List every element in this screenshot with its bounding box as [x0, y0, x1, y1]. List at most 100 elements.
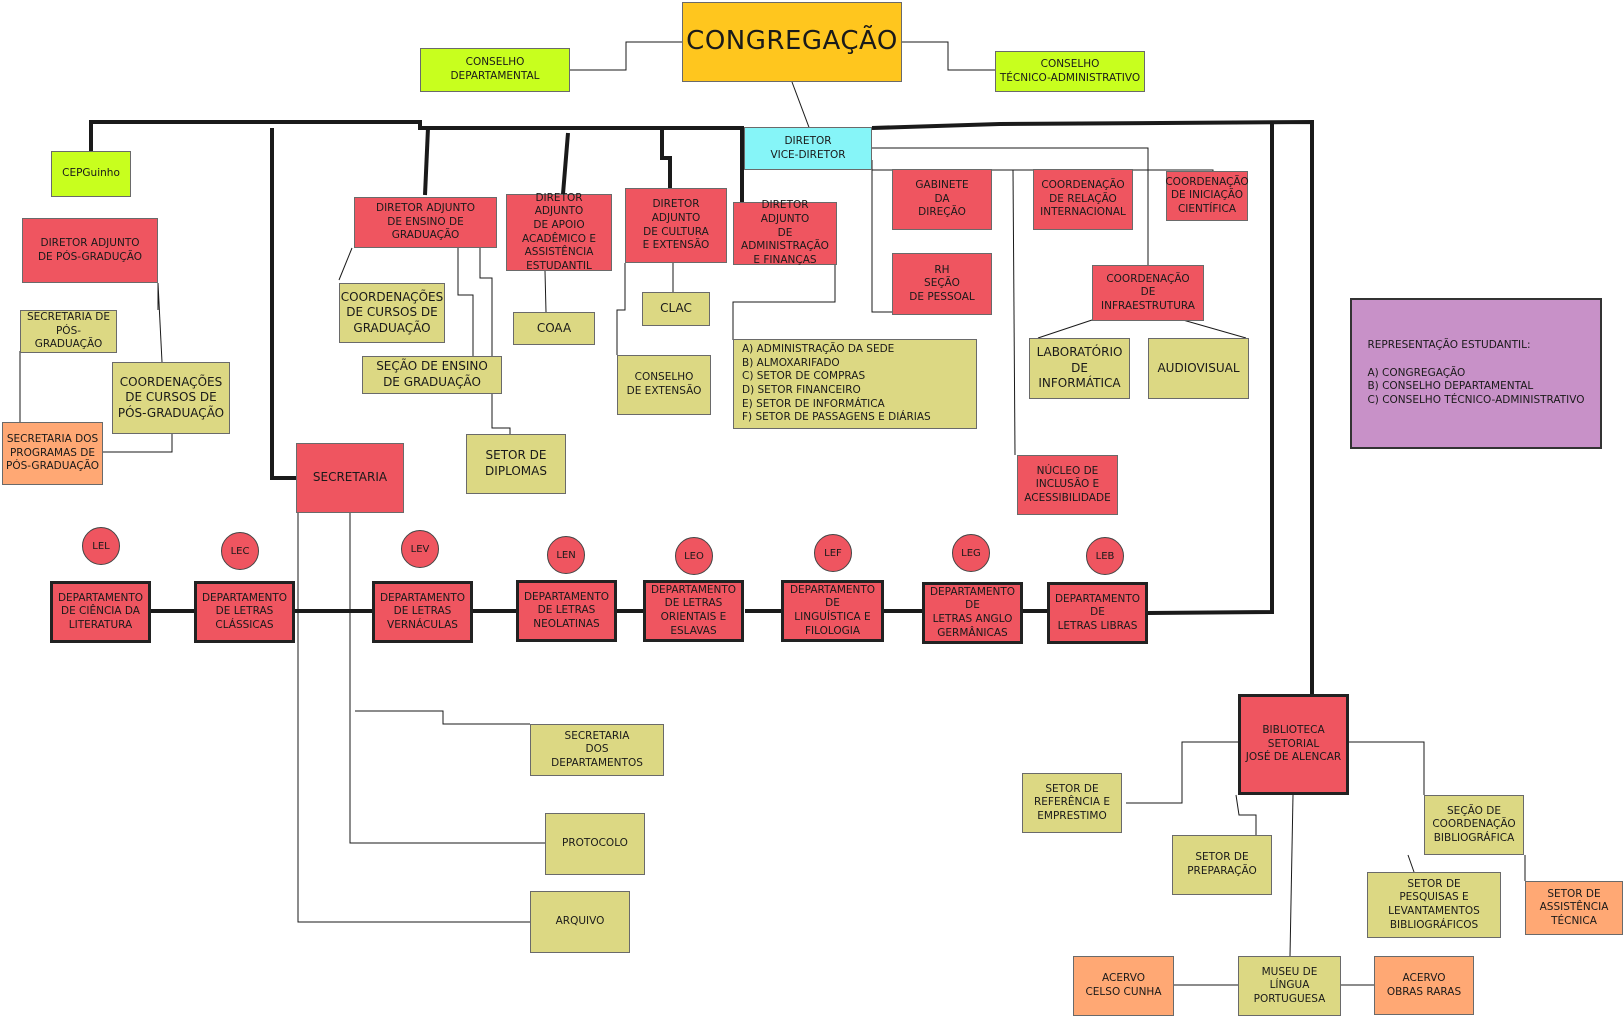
- audiovisual-box: AUDIOVISUAL: [1148, 338, 1249, 399]
- diretor-cultura-label: DIRETOR ADJUNTO DE CULTURA E EXTENSÃO: [642, 198, 710, 252]
- nucleo-box: NÚCLEO DE INCLUSÃO E ACESSIBILIDADE: [1017, 455, 1118, 515]
- museu-box: MUSEU DE LÍNGUA PORTUGUESA: [1238, 956, 1341, 1016]
- diretor-apoio-label: DIRETOR ADJUNTO DE APOIO ACADÊMICO E ASS…: [522, 191, 596, 272]
- diretor-box: DIRETOR VICE-DIRETOR: [744, 127, 872, 170]
- conselho-tecnico-label: CONSELHO TÉCNICO-ADMINISTRATIVO: [999, 57, 1141, 84]
- dept-leb-box: DEPARTAMENTO DE LETRAS LIBRAS: [1047, 582, 1148, 644]
- dept-leg-box: DEPARTAMENTO DE LETRAS ANGLO GERMÂNICAS: [922, 582, 1023, 644]
- gabinete-box: GABINETE DA DIREÇÃO: [892, 169, 992, 230]
- diretor-grad-label: DIRETOR ADJUNTO DE ENSINO DE GRADUAÇÃO: [375, 202, 475, 242]
- dept-sigla-leg-label: LEG: [961, 547, 981, 559]
- dept-sigla-leo-label: LEO: [684, 550, 704, 562]
- representacao-box: REPRESENTAÇÃO ESTUDANTIL: A) CONGREGAÇÃO…: [1350, 298, 1602, 449]
- diretor-admin-box: DIRETOR ADJUNTO DE ADMINISTRAÇÃO E FINAN…: [733, 199, 837, 266]
- acervo-obras-box: ACERVO OBRAS RARAS: [1374, 956, 1474, 1015]
- dept-sigla-lef-label: LEF: [824, 547, 842, 559]
- dept-leo-label: DEPARTAMENTO DE LETRAS ORIENTAIS E ESLAV…: [650, 583, 737, 637]
- conselho-tecnico-box: CONSELHO TÉCNICO-ADMINISTRATIVO: [995, 51, 1145, 92]
- secretaria-label: SECRETARIA: [312, 470, 388, 485]
- secretaria-departamentos-box: SECRETARIA DOS DEPARTAMENTOS: [530, 724, 664, 776]
- diretor-apoio-box: DIRETOR ADJUNTO DE APOIO ACADÊMICO E ASS…: [506, 191, 612, 272]
- dept-sigla-lec: LEC: [221, 532, 259, 570]
- admin-lista-label: A) ADMINISTRAÇÃO DA SEDE B) ALMOXARIFADO…: [742, 343, 931, 424]
- coord-relacao-label: COORDENAÇÃO DE RELAÇÃO INTERNACIONAL: [1040, 179, 1126, 219]
- dept-sigla-lef: LEF: [814, 534, 852, 572]
- dept-len-label: DEPARTAMENTO DE LETRAS NEOLATINAS: [523, 590, 610, 630]
- dept-sigla-leo: LEO: [675, 537, 713, 575]
- coord-infra-label: COORDENAÇÃO DE INFRAESTRUTURA: [1101, 272, 1195, 312]
- diretor-admin-label: DIRETOR ADJUNTO DE ADMINISTRAÇÃO E FINAN…: [741, 199, 829, 266]
- laboratorio-label: LABORATÓRIO DE INFORMÁTICA: [1036, 345, 1123, 391]
- diretor-pos-label: DIRETOR ADJUNTO DE PÓS-GRADUÇÃO: [37, 236, 143, 263]
- coordenacoes-pos-box: COORDENAÇÕES DE CURSOS DE PÓS-GRADUAÇÃO: [112, 362, 230, 434]
- conselho-departamental-label: CONSELHO DEPARTAMENTAL: [450, 56, 540, 82]
- preparacao-box: SETOR DE PREPARAÇÃO: [1172, 835, 1272, 895]
- dept-leb-label: DEPARTAMENTO DE LETRAS LIBRAS: [1054, 592, 1141, 632]
- audiovisual-label: AUDIOVISUAL: [1157, 360, 1240, 375]
- conselho-extensao-box: CONSELHO DE EXTENSÃO: [617, 355, 711, 415]
- cepguinho-label: CEPGuinho: [62, 167, 120, 180]
- acervo-celso-label: ACERVO CELSO CUNHA: [1085, 972, 1162, 998]
- dept-sigla-len-label: LEN: [556, 549, 576, 561]
- dept-sigla-lel: LEL: [82, 527, 120, 565]
- secao-ensino-label: SEÇÃO DE ENSINO DE GRADUAÇÃO: [376, 359, 488, 389]
- biblioteca-box: BIBLIOTECA SETORIAL JOSÉ DE ALENCAR: [1238, 694, 1349, 795]
- coord-iniciacao-box: COORDENAÇÃO DE INICIAÇÃO CIENTÍFICA: [1165, 171, 1249, 221]
- coordenacoes-pos-label: COORDENAÇÕES DE CURSOS DE PÓS-GRADUAÇÃO: [117, 374, 225, 420]
- dept-sigla-lel-label: LEL: [92, 540, 110, 552]
- secretaria-box: SECRETARIA: [296, 443, 404, 513]
- protocolo-box: PROTOCOLO: [545, 813, 645, 875]
- dept-lev-label: DEPARTAMENTO DE LETRAS VERNÁCULAS: [379, 591, 466, 631]
- referencia-label: SETOR DE REFERÊNCIA E EMPRESTIMO: [1034, 782, 1110, 822]
- dept-len-box: DEPARTAMENTO DE LETRAS NEOLATINAS: [516, 580, 617, 642]
- dept-sigla-lev-label: LEV: [410, 543, 430, 555]
- admin-lista-box: A) ADMINISTRAÇÃO DA SEDE B) ALMOXARIFADO…: [733, 339, 977, 429]
- dept-lef-label: DEPARTAMENTO DE LINGUÍSTICA E FILOLOGIA: [789, 583, 876, 637]
- pesquisas-box: SETOR DE PESQUISAS E LEVANTAMENTOS BIBLI…: [1367, 872, 1501, 938]
- rh-label: RH SEÇÃO DE PESSOAL: [909, 263, 975, 303]
- gabinete-label: GABINETE DA DIREÇÃO: [915, 179, 969, 219]
- assistencia-label: SETOR DE ASSISTÊNCIA TÉCNICA: [1539, 887, 1609, 927]
- nucleo-label: NÚCLEO DE INCLUSÃO E ACESSIBILIDADE: [1024, 464, 1111, 504]
- coordenacao-bibliografica-box: SEÇÃO DE COORDENAÇÃO BIBLIOGRÁFICA: [1424, 795, 1524, 855]
- conselho-extensao-label: CONSELHO DE EXTENSÃO: [626, 371, 702, 397]
- rh-box: RH SEÇÃO DE PESSOAL: [892, 253, 992, 315]
- dept-leo-box: DEPARTAMENTO DE LETRAS ORIENTAIS E ESLAV…: [643, 580, 744, 642]
- secretaria-pos-label: SECRETARIA DE PÓS-GRADUAÇÃO: [27, 311, 110, 351]
- dept-lef-box: DEPARTAMENTO DE LINGUÍSTICA E FILOLOGIA: [781, 580, 884, 642]
- laboratorio-box: LABORATÓRIO DE INFORMÁTICA: [1029, 338, 1130, 399]
- dept-lec-label: DEPARTAMENTO DE LETRAS CLÁSSICAS: [201, 591, 288, 631]
- secretaria-programas-box: SECRETARIA DOS PROGRAMAS DE PÓS-GRADUAÇÃ…: [2, 422, 103, 485]
- dept-sigla-len: LEN: [547, 536, 585, 574]
- diretor-grad-box: DIRETOR ADJUNTO DE ENSINO DE GRADUAÇÃO: [354, 197, 497, 248]
- congregacao-box: CONGREGAÇÃO: [682, 2, 902, 82]
- protocolo-label: PROTOCOLO: [562, 837, 628, 850]
- dept-sigla-leb-label: LEB: [1095, 550, 1115, 562]
- dept-sigla-lec-label: LEC: [230, 545, 250, 557]
- coaa-label: COAA: [536, 320, 572, 335]
- diretor-pos-box: DIRETOR ADJUNTO DE PÓS-GRADUÇÃO: [22, 218, 158, 283]
- coordenacao-bibliografica-label: SEÇÃO DE COORDENAÇÃO BIBLIOGRÁFICA: [1432, 804, 1516, 844]
- cepguinho-box: CEPGuinho: [51, 151, 131, 197]
- secretaria-pos-box: SECRETARIA DE PÓS-GRADUAÇÃO: [20, 310, 117, 353]
- secao-ensino-box: SEÇÃO DE ENSINO DE GRADUAÇÃO: [362, 356, 502, 394]
- coord-infra-box: COORDENAÇÃO DE INFRAESTRUTURA: [1092, 265, 1204, 321]
- clac-box: CLAC: [642, 292, 710, 326]
- coord-iniciacao-label: COORDENAÇÃO DE INICIAÇÃO CIENTÍFICA: [1165, 175, 1249, 215]
- representacao-label: REPRESENTAÇÃO ESTUDANTIL: A) CONGREGAÇÃO…: [1367, 339, 1585, 406]
- arquivo-label: ARQUIVO: [555, 915, 605, 928]
- dept-sigla-leb: LEB: [1086, 537, 1124, 575]
- dept-lel-box: DEPARTAMENTO DE CIÊNCIA DA LITERATURA: [50, 581, 151, 643]
- dept-lel-label: DEPARTAMENTO DE CIÊNCIA DA LITERATURA: [57, 591, 144, 631]
- dept-sigla-lev: LEV: [401, 530, 439, 568]
- coordenacoes-grad-box: COORDENAÇÕES DE CURSOS DE GRADUAÇÃO: [339, 283, 445, 343]
- conselho-departamental-box: CONSELHO DEPARTAMENTAL: [420, 48, 570, 92]
- dept-leg-label: DEPARTAMENTO DE LETRAS ANGLO GERMÂNICAS: [929, 585, 1016, 639]
- setor-diplomas-label: SETOR DE DIPLOMAS: [485, 448, 547, 478]
- secretaria-departamentos-label: SECRETARIA DOS DEPARTAMENTOS: [551, 729, 643, 769]
- secretaria-programas-label: SECRETARIA DOS PROGRAMAS DE PÓS-GRADUAÇÃ…: [6, 433, 99, 473]
- congregacao-label: CONGREGAÇÃO: [686, 26, 898, 57]
- biblioteca-label: BIBLIOTECA SETORIAL JOSÉ DE ALENCAR: [1245, 724, 1342, 764]
